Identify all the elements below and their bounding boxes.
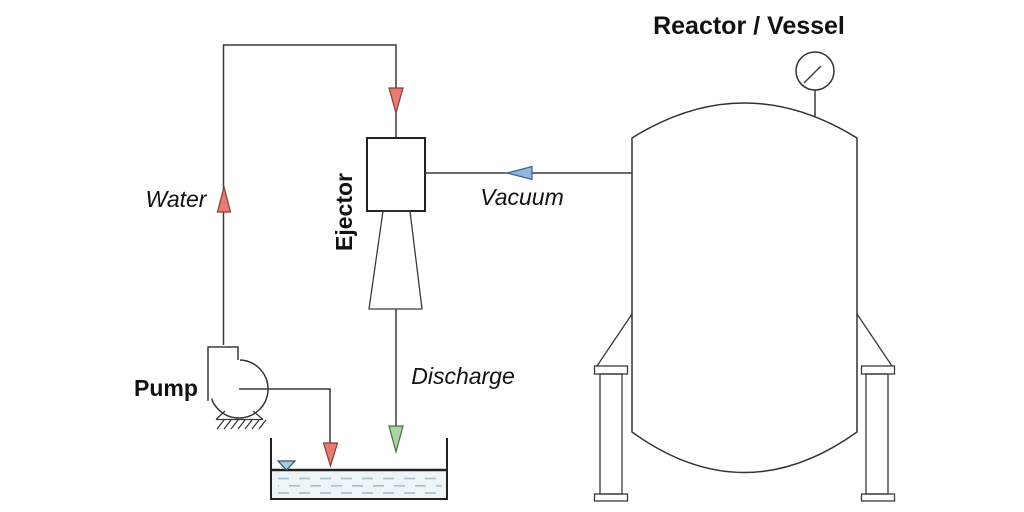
vessel-leg-right-base <box>860 493 896 502</box>
tank-water <box>272 470 446 499</box>
water-level-marker-icon <box>276 460 297 471</box>
vessel-leg-left-brace <box>596 313 633 367</box>
vessel-body <box>631 102 858 474</box>
vacuum-label: Vacuum <box>480 184 564 210</box>
ejector-label: Ejector <box>331 173 357 251</box>
vessel-leg-left-flange <box>593 365 629 375</box>
discharge-group: Discharge <box>388 309 515 455</box>
tank-walls <box>270 438 448 500</box>
ejector-body <box>366 137 426 212</box>
water-tank <box>270 438 448 500</box>
pump-label: Pump <box>134 375 198 401</box>
vessel-leg-right-brace <box>856 313 893 367</box>
suction-flow-arrow <box>322 442 339 469</box>
water-label: Water <box>146 186 208 212</box>
discharge-flow-arrow <box>388 425 404 455</box>
vessel-leg-left <box>593 313 633 502</box>
vessel-leg-right <box>856 313 896 502</box>
pressure-gauge-icon <box>795 51 835 91</box>
water-circuit: Water <box>146 44 404 347</box>
reactor-vessel: Reactor / Vessel <box>593 12 896 502</box>
vessel-leg-right-column <box>865 373 889 495</box>
vessel-leg-left-column <box>599 373 623 495</box>
water-flow-arrow-down <box>388 87 404 116</box>
water-flow-arrow-up <box>216 184 232 213</box>
pump-ground-hatch <box>215 410 267 430</box>
vessel-title: Reactor / Vessel <box>653 12 845 40</box>
discharge-label: Discharge <box>411 363 515 389</box>
vacuum-flow-arrow <box>504 165 533 181</box>
vacuum-line-group: Vacuum <box>425 165 632 210</box>
pump-suction-line <box>239 388 331 443</box>
vessel-leg-right-flange <box>860 365 896 375</box>
gauge-needle <box>803 65 822 84</box>
ejector-diffuser <box>368 210 423 310</box>
ejector: Ejector <box>331 137 426 310</box>
pump-volute-fill <box>207 345 240 402</box>
pump: Pump <box>134 345 339 469</box>
pump-volute-outline <box>207 346 239 401</box>
vessel-leg-left-base <box>593 493 629 502</box>
